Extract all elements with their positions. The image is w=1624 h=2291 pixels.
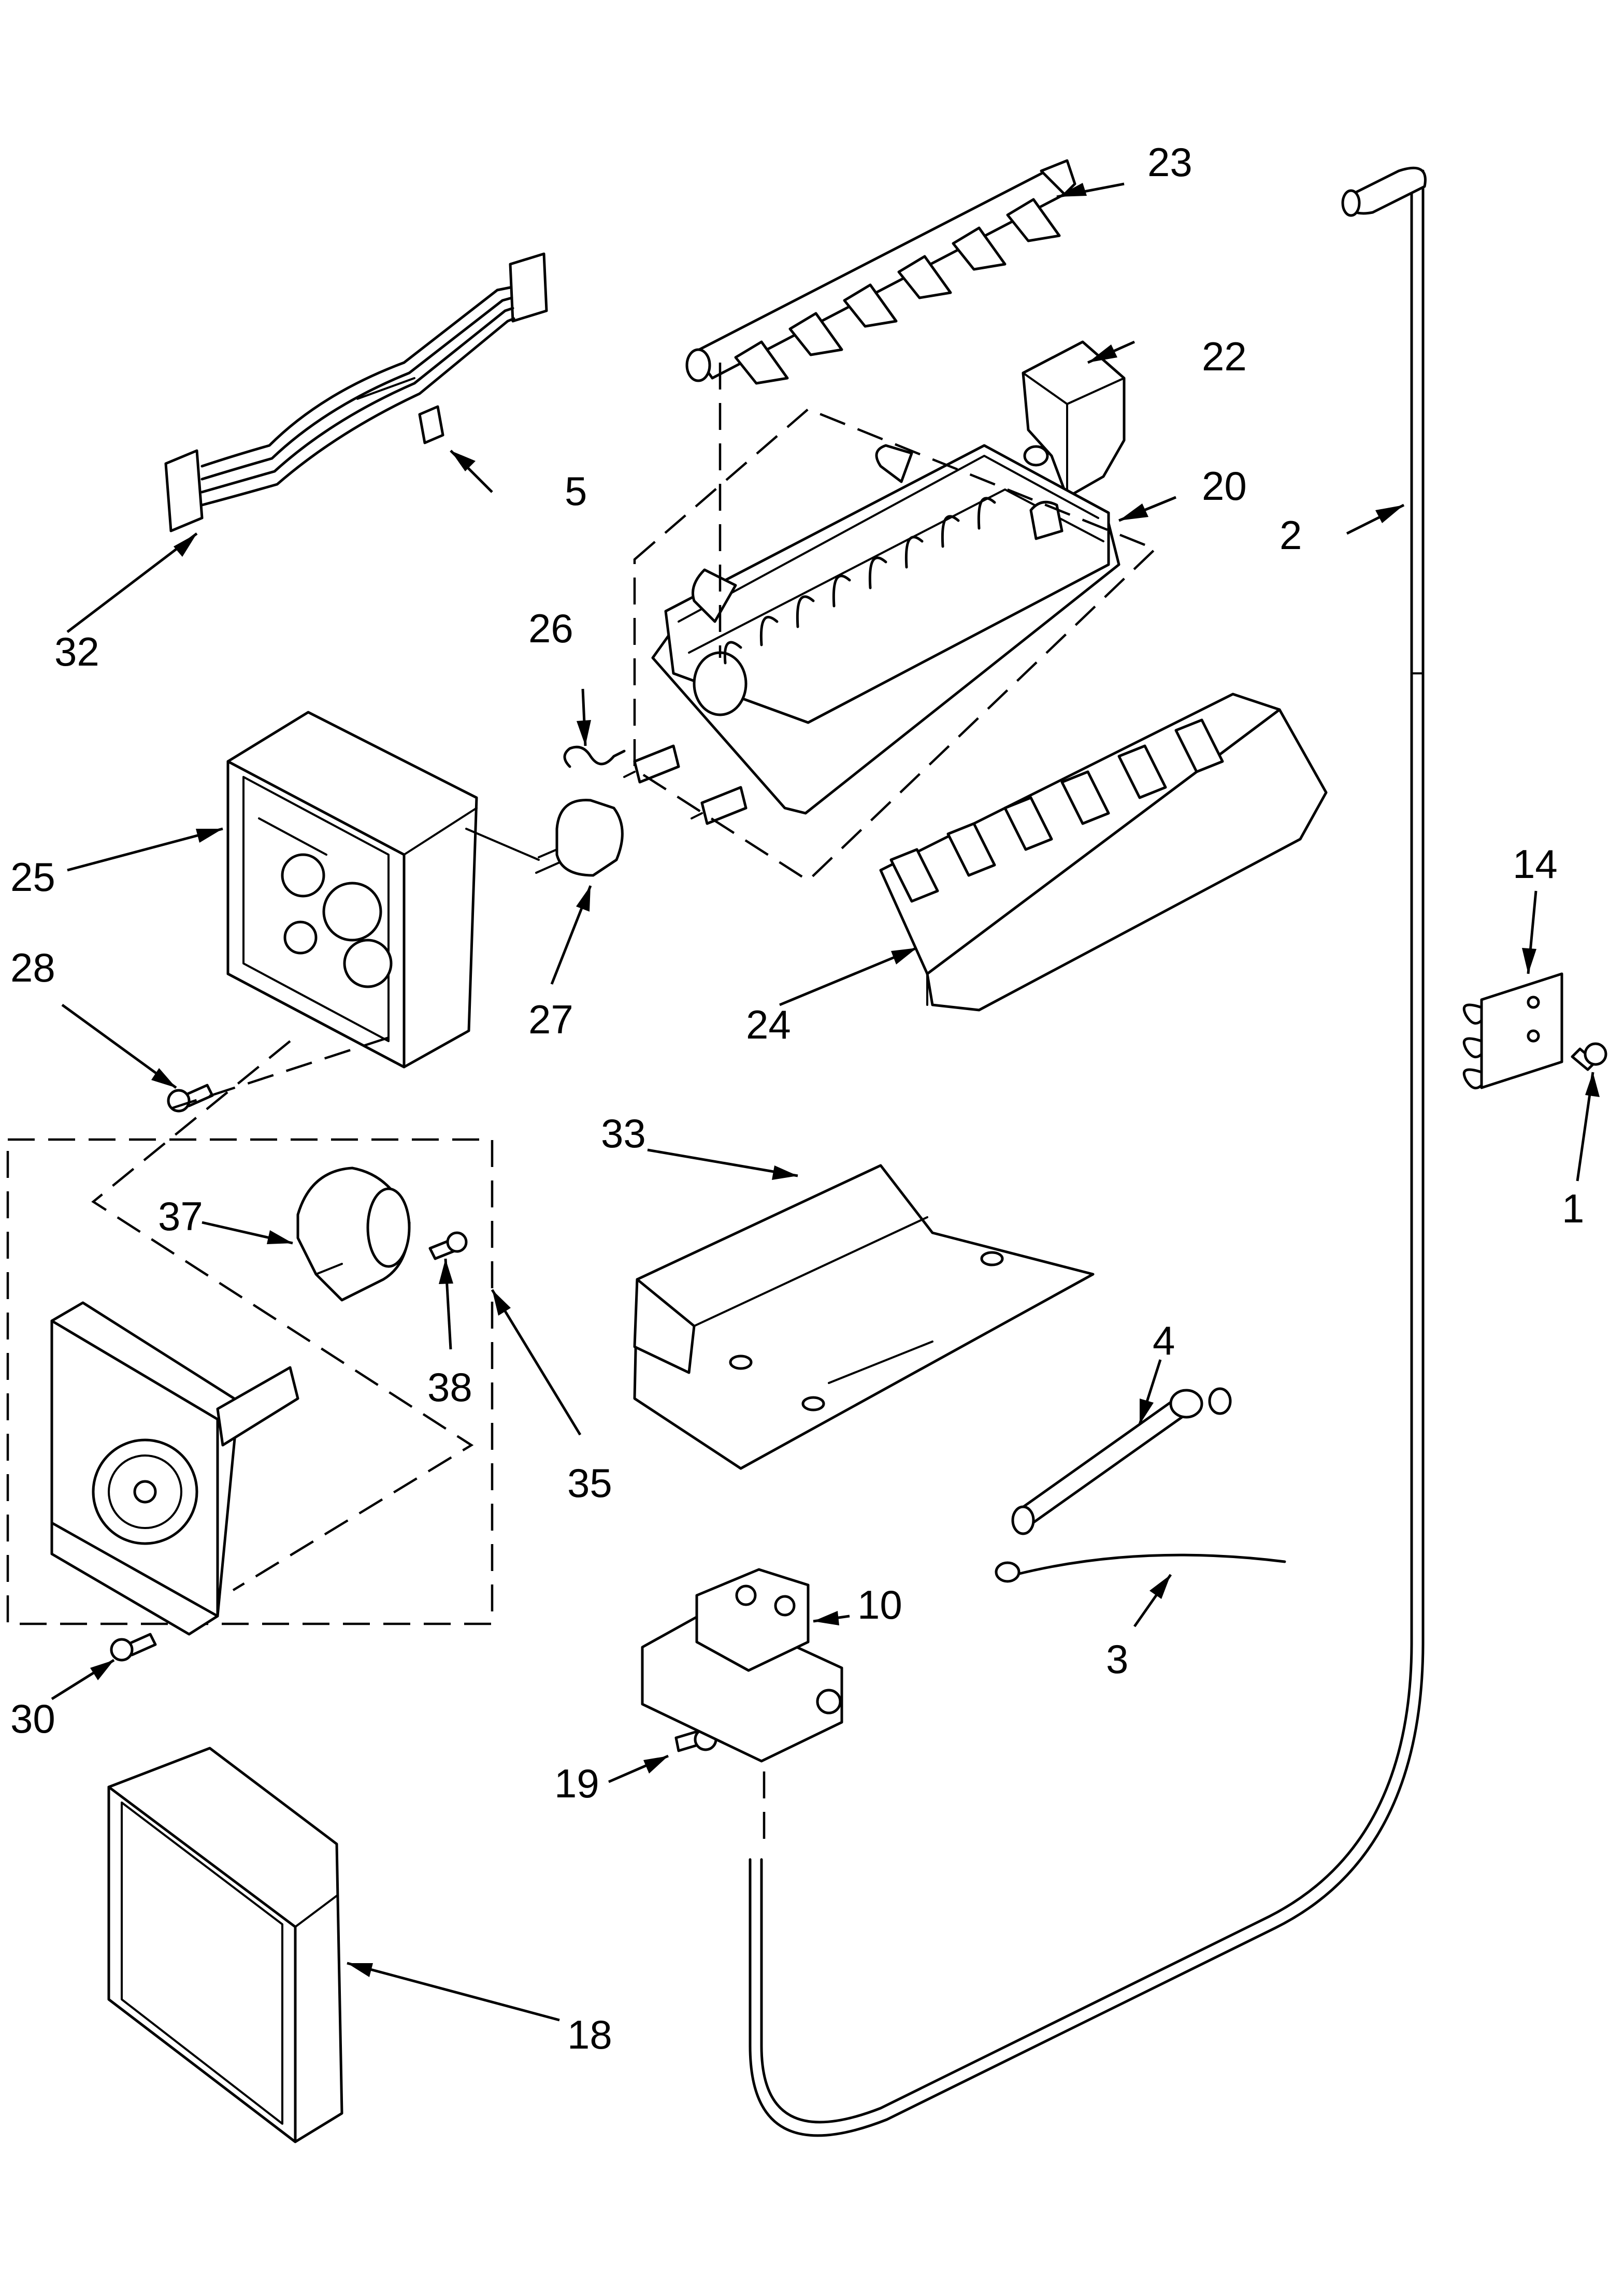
screw-1 <box>1571 1042 1607 1071</box>
ice-stripper-part <box>879 693 1328 1012</box>
thermostat-part <box>535 799 624 877</box>
label-24: 24 <box>746 1002 791 1047</box>
label-20: 20 <box>1202 463 1247 509</box>
label-5: 5 <box>565 468 587 514</box>
leader-arrowheads <box>90 183 1600 1977</box>
label-28: 28 <box>10 945 55 990</box>
label-37: 37 <box>158 1193 203 1239</box>
control-module-housing <box>226 711 540 1069</box>
clip-part <box>563 745 626 768</box>
module-plate-part <box>50 1301 299 1636</box>
water-fill-tube <box>749 166 1427 2137</box>
inlet-tube-part <box>1011 1387 1232 1535</box>
callout-labels: 23 22 20 2 5 32 26 25 28 27 24 14 1 33 3… <box>10 139 1584 2057</box>
label-18: 18 <box>567 2012 612 2057</box>
water-line-part <box>995 1553 1286 1583</box>
screw-28 <box>167 1084 214 1113</box>
ice-mold-part <box>623 444 1120 825</box>
label-30: 30 <box>10 1696 55 1741</box>
wire-harness-part <box>164 252 548 532</box>
cover-part <box>107 1747 343 2143</box>
label-10: 10 <box>857 1582 902 1627</box>
screw-30 <box>110 1633 157 1662</box>
label-38: 38 <box>427 1364 472 1410</box>
label-32: 32 <box>54 629 99 674</box>
label-35: 35 <box>567 1460 612 1506</box>
label-25: 25 <box>10 854 55 900</box>
label-27: 27 <box>528 997 573 1042</box>
label-22: 22 <box>1202 334 1247 379</box>
label-26: 26 <box>528 606 573 651</box>
label-3: 3 <box>1106 1636 1128 1682</box>
motor-part <box>296 1166 411 1302</box>
water-valve-part <box>641 1568 843 1763</box>
screw-38 <box>428 1231 468 1260</box>
label-14: 14 <box>1513 841 1558 887</box>
label-33: 33 <box>601 1111 646 1156</box>
label-19: 19 <box>554 1761 599 1806</box>
label-2: 2 <box>1280 512 1302 558</box>
leader-lines <box>51 182 1594 2022</box>
mold-shield-part <box>633 1164 1095 1470</box>
fill-cup-part <box>1022 340 1126 499</box>
ejector-part <box>685 159 1076 385</box>
label-1: 1 <box>1562 1186 1584 1231</box>
label-23: 23 <box>1147 139 1192 185</box>
label-4: 4 <box>1153 1318 1175 1363</box>
clamp-part <box>1462 972 1563 1090</box>
